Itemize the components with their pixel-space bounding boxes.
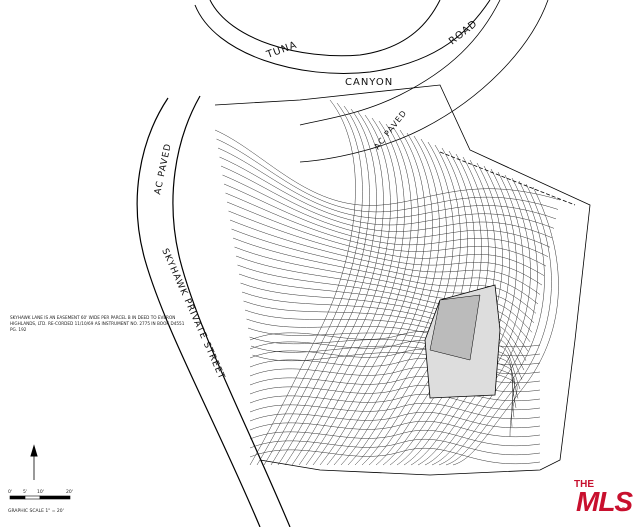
contour-line (249, 430, 541, 447)
contour-line (219, 156, 555, 229)
street-label-canyon: CANYON (345, 77, 393, 88)
contour-line (220, 165, 553, 239)
street-label-road: ROAD (447, 18, 480, 47)
contour-line (249, 385, 541, 402)
contour-line (417, 171, 524, 466)
scale-tick-label: 5' (23, 489, 27, 495)
contour-line (225, 192, 547, 267)
contour-line (238, 273, 529, 352)
scale-tick-labels: 0' 5' 10' 20' (8, 489, 73, 495)
property-boundary (214, 84, 591, 476)
building-footprint (424, 284, 501, 399)
contour-line (249, 448, 541, 465)
contour-line (438, 180, 545, 466)
contour-line (235, 255, 533, 333)
contour-line (249, 99, 356, 466)
contour-line (231, 228, 539, 305)
contour-line (216, 138, 559, 213)
contour-line (241, 291, 525, 371)
contour-line (240, 282, 527, 361)
skyhawk-private-street (136, 95, 291, 527)
contour-line (424, 174, 531, 466)
contour-line (249, 439, 541, 456)
contour-line (312, 126, 419, 466)
logo-registered-mark: ® (621, 507, 626, 513)
contour-line (431, 177, 538, 466)
contour-line (452, 186, 559, 466)
contour-line (249, 394, 541, 411)
contour-line (237, 264, 531, 342)
graphic-scale-label: GRAPHIC SCALE 1" = 20' (8, 509, 64, 514)
contour-line (223, 183, 549, 257)
mls-logo: THE MLS ® (574, 479, 633, 519)
contour-line (319, 129, 426, 466)
easement-note: SKYHAWK LANE IS AN EASEMENT 60' WIDE PER… (10, 315, 185, 332)
graphic-scale-bar (9, 495, 71, 500)
contour-line (229, 219, 541, 295)
scale-tick-label: 0' (8, 489, 12, 495)
contour-line (222, 174, 551, 248)
contour-line (249, 412, 541, 429)
scale-tick-label: 10' (37, 489, 44, 495)
contour-line (234, 246, 535, 324)
contour-line (232, 237, 537, 314)
logo-mls-text: MLS (576, 486, 633, 517)
tuna-canyon-road (194, 0, 549, 163)
contour-line (217, 147, 557, 220)
contour-line (445, 183, 552, 466)
contour-line (249, 403, 541, 420)
street-label-tuna: TUNA (264, 40, 299, 62)
scale-tick-label: 20' (66, 489, 73, 495)
contour-line (228, 210, 543, 286)
street-label-ac-paved-left: AC PAVED (153, 142, 174, 195)
contour-line (214, 129, 561, 206)
contour-line (249, 421, 541, 438)
north-arrow (30, 444, 38, 480)
logo-the-text: THE (574, 479, 594, 490)
contour-lines (214, 99, 561, 466)
contour-line (305, 123, 412, 466)
contour-line (226, 201, 545, 276)
